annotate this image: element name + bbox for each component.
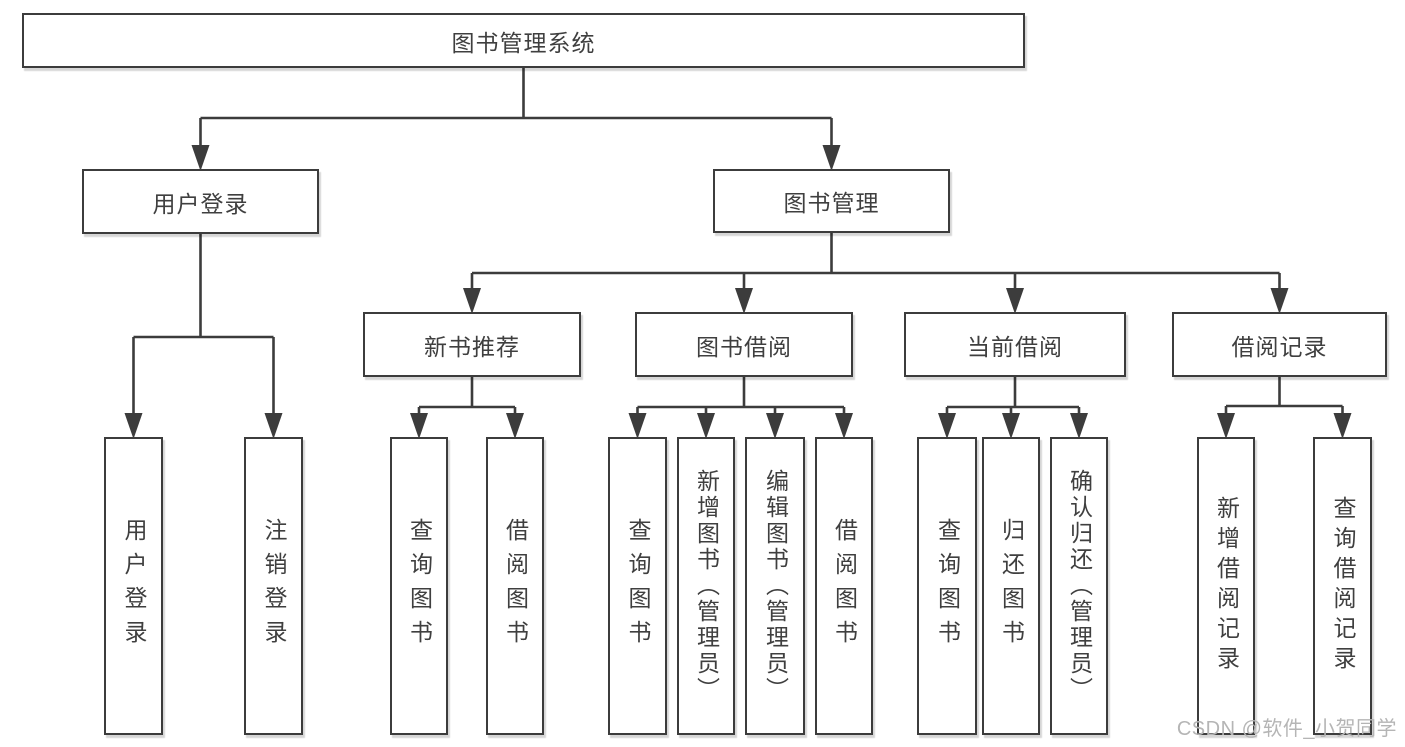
node-label: 借阅记录: [1231, 333, 1328, 360]
connector-group: [463, 233, 1289, 314]
node-library-management-system: 图书管理系统: [22, 13, 1025, 68]
node-label: 归还图书: [998, 518, 1025, 654]
connector-group: [1217, 377, 1352, 439]
node-confirm-return-admin: 确认归还（管理员）: [1050, 437, 1108, 735]
connector-group: [191, 68, 841, 171]
node-label: 新增借阅记录: [1213, 496, 1240, 676]
node-label: 用户登录: [152, 190, 249, 217]
node-label: 确认归还（管理员）: [1066, 469, 1093, 703]
node-new-book-recommend: 新书推荐: [363, 312, 581, 377]
node-label: 图书借阅: [696, 333, 792, 360]
node-label: 查询图书: [934, 518, 961, 654]
arrowhead-icon: [735, 288, 753, 314]
node-add-borrowing-record: 新增借阅记录: [1197, 437, 1255, 735]
arrowhead-icon: [1006, 288, 1024, 314]
node-query-books-2: 查询图书: [608, 437, 667, 735]
node-return-books: 归还图书: [982, 437, 1040, 735]
node-label: 图书管理系统: [451, 29, 596, 56]
node-borrow-books-2: 借阅图书: [815, 437, 873, 735]
arrowhead-icon: [463, 288, 481, 314]
node-book-borrowing: 图书借阅: [635, 312, 853, 377]
arrowhead-icon: [697, 413, 715, 439]
arrowhead-icon: [1070, 413, 1088, 439]
node-logout: 注销登录: [244, 437, 303, 735]
node-edit-books-admin: 编辑图书（管理员）: [745, 437, 805, 735]
arrowhead-icon: [264, 413, 283, 439]
arrowhead-icon: [1333, 413, 1352, 439]
node-borrow-books-1: 借阅图书: [486, 437, 544, 735]
node-label: 查询图书: [406, 518, 433, 654]
node-label: 新书推荐: [424, 333, 520, 360]
arrowhead-icon: [506, 413, 524, 439]
node-book-management: 图书管理: [713, 169, 950, 233]
node-label: 借阅图书: [502, 518, 529, 654]
node-query-books-1: 查询图书: [390, 437, 448, 735]
node-label: 当前借阅: [967, 333, 1063, 360]
arrowhead-icon: [410, 413, 428, 439]
node-label: 查询图书: [625, 518, 651, 654]
csdn-watermark: CSDN @软件_小贺同学: [1176, 718, 1397, 740]
node-query-books-3: 查询图书: [917, 437, 977, 735]
arrowhead-icon: [822, 145, 841, 171]
node-label: 用户登录: [121, 518, 147, 654]
node-query-borrowing-record: 查询借阅记录: [1313, 437, 1372, 735]
node-current-borrowing: 当前借阅: [904, 312, 1126, 377]
node-label: 借阅图书: [831, 518, 858, 654]
node-label: 查询借阅记录: [1330, 496, 1356, 676]
node-label: 新增图书（管理员）: [693, 469, 720, 703]
connector-group: [628, 377, 853, 439]
arrowhead-icon: [1270, 288, 1289, 314]
node-user-login-action: 用户登录: [104, 437, 163, 735]
arrowhead-icon: [835, 413, 853, 439]
connector-group: [410, 377, 524, 439]
node-label: 注销登录: [261, 518, 287, 654]
arrowhead-icon: [938, 413, 956, 439]
connector-group: [938, 377, 1088, 439]
node-borrowing-records: 借阅记录: [1172, 312, 1387, 377]
node-label: 图书管理: [783, 190, 880, 216]
connector-group: [124, 234, 283, 439]
arrowhead-icon: [766, 413, 784, 439]
arrowhead-icon: [628, 413, 647, 439]
arrowhead-icon: [1002, 413, 1020, 439]
node-label: 编辑图书（管理员）: [762, 469, 789, 703]
node-add-books-admin: 新增图书（管理员）: [677, 437, 735, 735]
node-user-login: 用户登录: [82, 169, 319, 234]
arrowhead-icon: [1217, 413, 1235, 439]
arrowhead-icon: [124, 413, 143, 439]
arrowhead-icon: [191, 145, 210, 171]
